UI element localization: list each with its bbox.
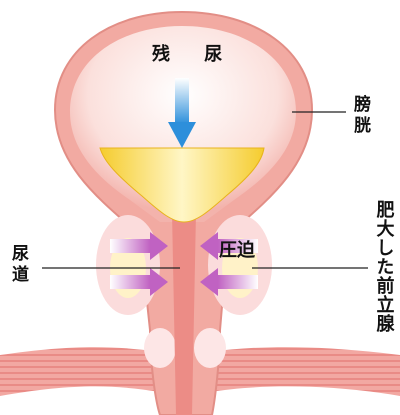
urethra-tube	[172, 212, 196, 415]
enlarged-prostate-label: 肥大した前立腺	[372, 200, 395, 333]
urethra-label: 尿道	[12, 244, 32, 287]
residual-urine-label: 残 尿	[152, 44, 236, 67]
bladder-label: 膀胱	[354, 95, 372, 138]
compression-label: 圧迫	[219, 240, 255, 263]
